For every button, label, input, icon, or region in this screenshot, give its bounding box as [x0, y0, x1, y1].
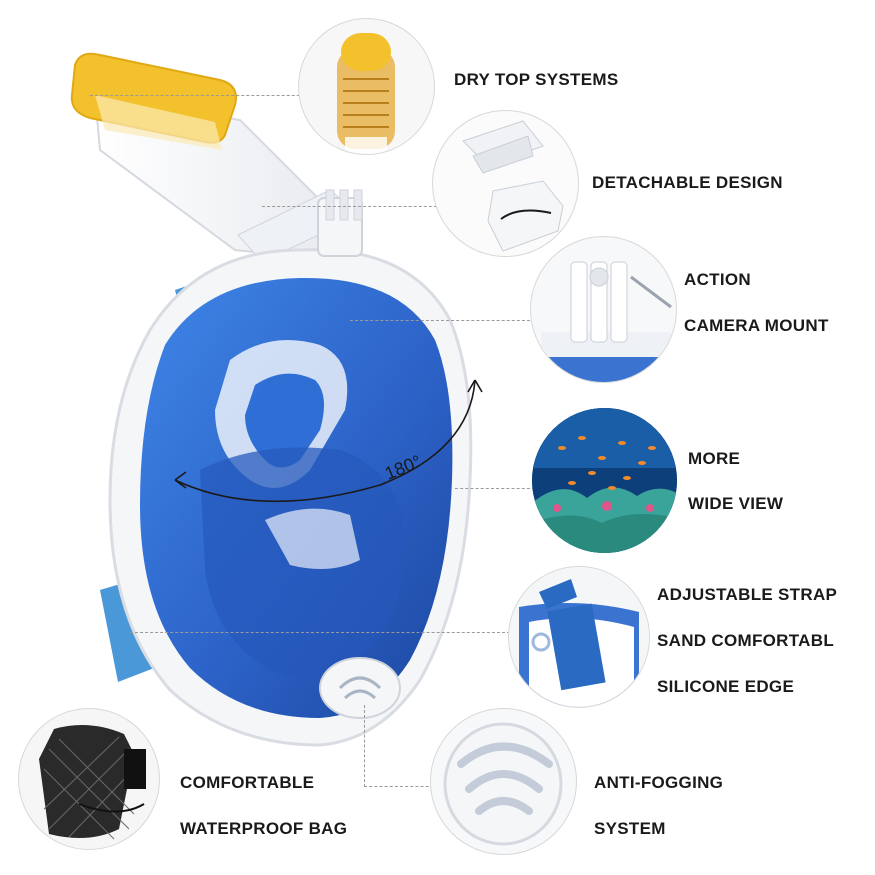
- strap-detail-image: [508, 566, 650, 708]
- leader-line-view: [455, 488, 535, 489]
- dry-top-detail-image: [298, 18, 435, 155]
- feature-detachable-label: DETACHABLE DESIGN: [592, 173, 783, 192]
- leader-line-detachable: [262, 206, 442, 207]
- feature-strap-label-1: ADJUSTABLE STRAP: [657, 585, 838, 604]
- anti-fog-detail-image: [430, 708, 577, 855]
- feature-strap-label-2: SAND COMFORTABL: [657, 631, 834, 650]
- action-camera-mount: [317, 189, 363, 257]
- waterproof-bag-image: [18, 708, 160, 850]
- leader-line-strap: [130, 632, 510, 633]
- feature-dry-top-label: DRY TOP SYSTEMS: [454, 70, 619, 89]
- feature-view-label-2: WIDE VIEW: [688, 494, 784, 513]
- feature-view-label-1: MORE: [688, 449, 741, 468]
- feature-strap-label-3: SILICONE EDGE: [657, 677, 795, 696]
- feature-action-label-1: ACTION: [684, 270, 751, 289]
- feature-fog-label-2: SYSTEM: [594, 819, 666, 838]
- wide-view-reef-image: [532, 408, 677, 553]
- mask-inner-details: [200, 340, 405, 678]
- feature-fog-label-1: ANTI-FOGGING: [594, 773, 724, 792]
- snorkel-tube: [70, 52, 361, 263]
- feature-bag-label-1: COMFORTABLE: [180, 773, 315, 792]
- feature-bag-label-2: WATERPROOF BAG: [180, 819, 348, 838]
- leader-line-fog-vertical: [364, 705, 365, 787]
- leader-line-fog: [364, 786, 439, 787]
- view-angle-arc: [174, 379, 476, 503]
- feature-action-label-2: CAMERA MOUNT: [684, 316, 829, 335]
- leader-line-mount: [350, 320, 535, 321]
- anti-fog-valve: [319, 657, 401, 719]
- detachable-detail-image: [432, 110, 579, 257]
- camera-mount-detail-image: [530, 236, 677, 383]
- leader-line-dry-top: [90, 95, 330, 96]
